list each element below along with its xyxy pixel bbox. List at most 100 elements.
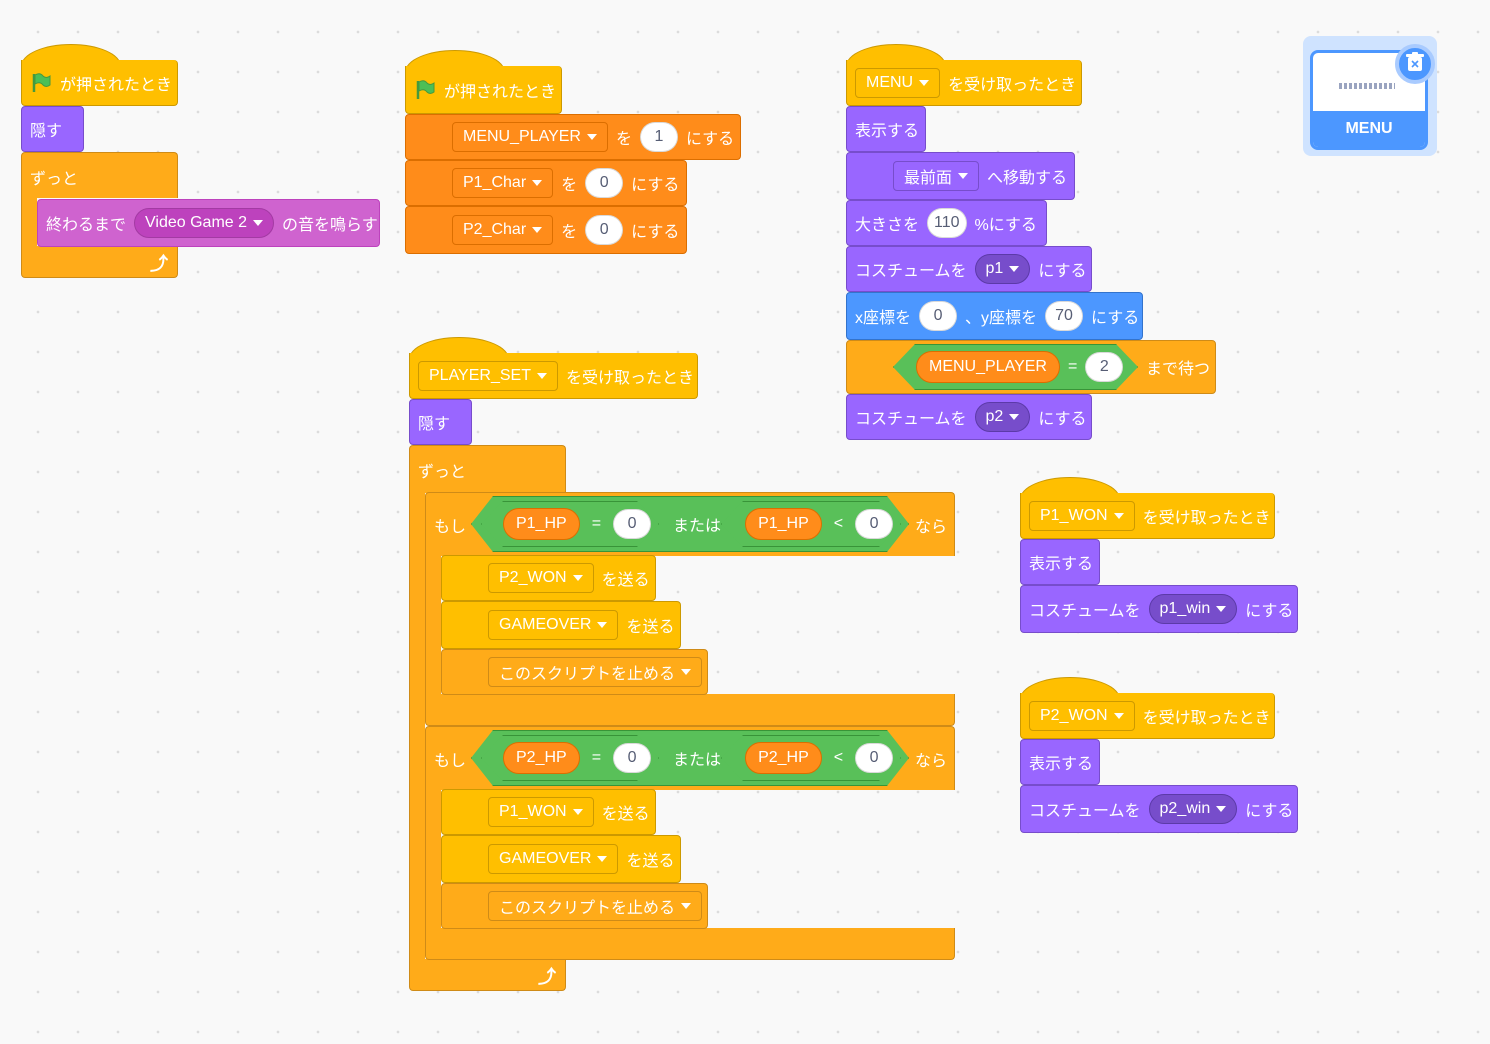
x-input[interactable]: 0 xyxy=(919,301,958,331)
chevron-down-icon xyxy=(532,180,543,186)
chevron-down-icon xyxy=(681,669,692,675)
message-dropdown[interactable]: GAMEOVER xyxy=(488,844,619,874)
chevron-down-icon xyxy=(1216,806,1227,812)
message-dropdown[interactable]: P2_WON xyxy=(1029,700,1135,731)
costume-name: p1_win xyxy=(1159,600,1211,617)
variable-reporter[interactable]: P1_HP xyxy=(745,508,822,540)
delete-sprite-button[interactable] xyxy=(1395,44,1435,84)
value-input[interactable]: 1 xyxy=(639,122,678,152)
message-name: P2_WON xyxy=(499,569,567,586)
chevron-down-icon xyxy=(597,622,608,628)
sound-dropdown[interactable]: Video Game 2 xyxy=(134,208,275,238)
stop-block[interactable]: このスクリプトを止める xyxy=(441,883,708,929)
if-footer xyxy=(425,928,955,960)
costume-prefix-label: コスチュームを xyxy=(855,411,967,428)
set-size-block[interactable]: 大きさを 110 %にする xyxy=(846,200,1047,246)
show-block[interactable]: 表示する xyxy=(846,106,926,152)
variable-dropdown[interactable]: P2_Char xyxy=(452,215,554,245)
message-dropdown[interactable]: GAMEOVER xyxy=(488,610,619,640)
go-to-layer-block[interactable]: 最前面 へ移動する xyxy=(846,152,1075,200)
when-flag-clicked-hat[interactable]: が押されたとき xyxy=(21,60,178,106)
message-dropdown[interactable]: MENU xyxy=(855,67,941,98)
when-i-receive-hat[interactable]: P2_WON を受け取ったとき xyxy=(1020,693,1275,739)
message-dropdown[interactable]: P1_WON xyxy=(1029,500,1135,531)
variable-reporter[interactable]: P1_HP xyxy=(503,508,580,540)
layer-dropdown[interactable]: 最前面 xyxy=(893,161,980,191)
when-flag-clicked-hat[interactable]: が押されたとき xyxy=(405,66,562,114)
message-name: P1_WON xyxy=(1040,506,1108,524)
then-label: なら xyxy=(915,752,948,770)
broadcast-block[interactable]: P1_WON を送る xyxy=(441,789,656,835)
variable-reporter[interactable]: P2_HP xyxy=(745,742,822,774)
message-name: MENU xyxy=(866,73,914,91)
show-block[interactable]: 表示する xyxy=(1020,739,1100,785)
stop-block[interactable]: このスクリプトを止める xyxy=(441,649,708,695)
message-dropdown[interactable]: P2_WON xyxy=(488,563,594,593)
broadcast-block[interactable]: GAMEOVER を送る xyxy=(441,601,681,649)
set-p2-char-block[interactable]: P2_Char を 0 にする xyxy=(405,206,687,254)
set-menu-player-block[interactable]: MENU_PLAYER を 1 にする xyxy=(405,114,741,160)
costume-dropdown[interactable]: p2_win xyxy=(1148,794,1238,824)
broadcast-label: を送る xyxy=(626,619,675,636)
if-arm xyxy=(425,555,441,695)
size-input[interactable]: 110 xyxy=(927,208,967,238)
switch-costume-block[interactable]: コスチュームを p2 にする xyxy=(846,394,1092,440)
when-i-receive-hat[interactable]: PLAYER_SET を受け取ったとき xyxy=(409,353,698,399)
or-operator-content: P1_HP = 0 または P1_HP < 0 xyxy=(503,508,894,540)
if-label: もし xyxy=(434,752,467,770)
compare-input[interactable]: 0 xyxy=(855,509,894,539)
compare-input[interactable]: 0 xyxy=(855,743,894,773)
trash-icon xyxy=(1406,51,1424,77)
play-sound-until-done-block[interactable]: 終わるまで Video Game 2 の音を鳴らす xyxy=(37,199,380,247)
switch-costume-block[interactable]: コスチュームを p2_win にする xyxy=(1020,785,1298,833)
broadcast-block[interactable]: GAMEOVER を送る xyxy=(441,835,681,883)
value-input[interactable]: 0 xyxy=(585,215,624,245)
sprite-tile[interactable]: MENU xyxy=(1303,36,1437,156)
message-dropdown[interactable]: P1_WON xyxy=(488,797,594,827)
costume-dropdown[interactable]: p2 xyxy=(974,402,1031,432)
variable-name: MENU_PLAYER xyxy=(463,128,581,145)
forever-block[interactable]: ずっと xyxy=(21,152,178,198)
if-footer xyxy=(425,694,955,726)
hide-block[interactable]: 隠す xyxy=(21,106,84,152)
when-i-receive-hat[interactable]: MENU を受け取ったとき xyxy=(846,60,1082,106)
costume-dropdown[interactable]: p1_win xyxy=(1148,594,1238,624)
show-block[interactable]: 表示する xyxy=(1020,539,1100,585)
message-name: P1_WON xyxy=(499,803,567,820)
y-prefix-label: 、y座標を xyxy=(965,310,1038,327)
hat-label: が押されたとき xyxy=(444,83,557,101)
less-than-label: < xyxy=(833,515,844,532)
stop-dropdown[interactable]: このスクリプトを止める xyxy=(488,891,703,921)
equals-label: = xyxy=(1067,358,1078,375)
chevron-down-icon xyxy=(1113,512,1124,519)
message-dropdown[interactable]: PLAYER_SET xyxy=(418,360,558,391)
forever-block[interactable]: ずっと xyxy=(409,445,566,493)
value-input[interactable]: 0 xyxy=(585,168,624,198)
y-input[interactable]: 70 xyxy=(1045,301,1084,331)
set-p1-char-block[interactable]: P1_Char を 0 にする xyxy=(405,160,687,206)
variable-reporter[interactable]: MENU_PLAYER xyxy=(916,351,1060,383)
when-i-receive-hat[interactable]: P1_WON を受け取ったとき xyxy=(1020,493,1275,539)
size-prefix-label: 大きさを xyxy=(855,217,920,234)
compare-input[interactable]: 0 xyxy=(613,743,652,773)
switch-costume-block[interactable]: コスチュームを p1 にする xyxy=(846,246,1092,292)
costume-dropdown[interactable]: p1 xyxy=(974,254,1031,284)
compare-input[interactable]: 0 xyxy=(613,509,652,539)
sprite-thumbnail-frame[interactable]: MENU xyxy=(1310,50,1428,150)
variable-dropdown[interactable]: MENU_PLAYER xyxy=(452,122,608,152)
hide-block[interactable]: 隠す xyxy=(409,399,472,445)
hat-suffix-label: を受け取ったとき xyxy=(1142,709,1271,727)
variable-dropdown[interactable]: P1_Char xyxy=(452,168,554,198)
forever-label: ずっと xyxy=(418,464,467,481)
broadcast-block[interactable]: P2_WON を送る xyxy=(441,555,656,601)
goto-suffix-label: にする xyxy=(1091,310,1140,327)
show-label: 表示する xyxy=(855,123,920,140)
forever-arm xyxy=(409,492,425,960)
or-label: または xyxy=(673,752,722,769)
switch-costume-block[interactable]: コスチュームを p1_win にする xyxy=(1020,585,1298,633)
variable-reporter[interactable]: P2_HP xyxy=(503,742,580,774)
stop-dropdown[interactable]: このスクリプトを止める xyxy=(488,657,703,687)
go-to-xy-block[interactable]: x座標を 0 、y座標を 70 にする xyxy=(846,292,1143,340)
equals-label: = xyxy=(591,515,602,532)
compare-input[interactable]: 2 xyxy=(1085,352,1124,382)
